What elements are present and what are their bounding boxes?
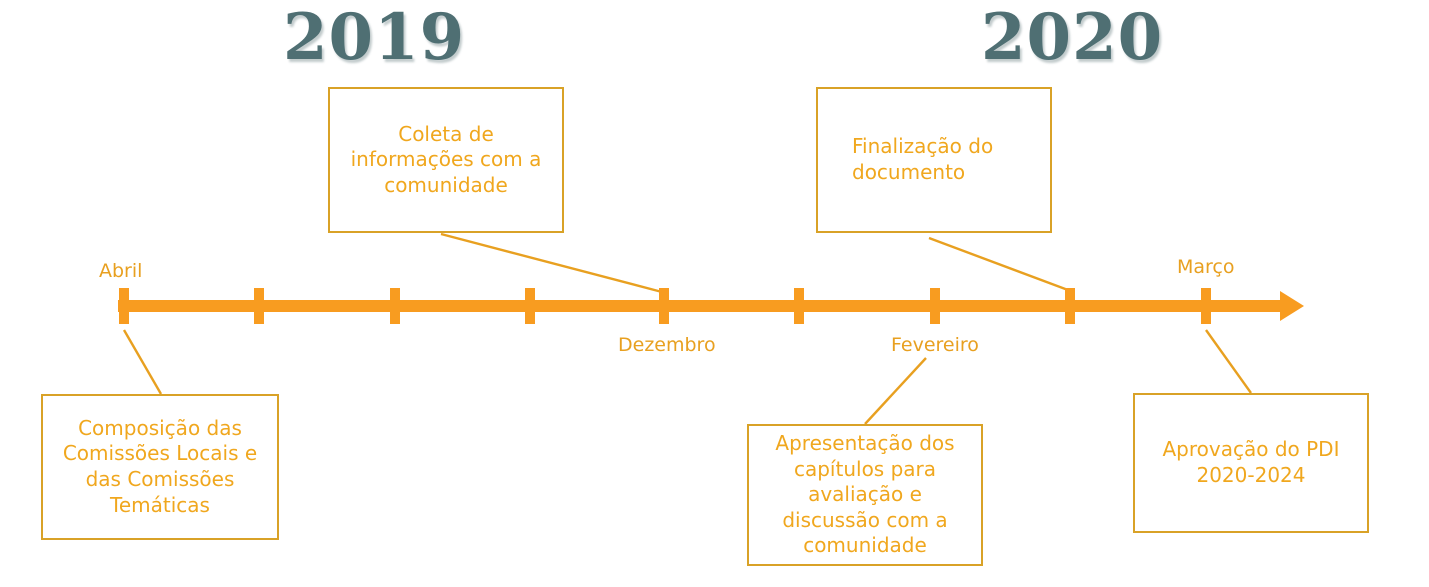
connector-finalizacao xyxy=(928,236,1069,292)
axis-tick-3 xyxy=(390,288,400,324)
callout-composicao-text: Composição das Comissões Locais e das Co… xyxy=(62,415,258,517)
month-label-abril: Abril xyxy=(99,260,143,282)
callout-finalizacao-documento: Finalização do documento xyxy=(816,87,1052,233)
month-label-marco: Março xyxy=(1177,256,1235,278)
axis-tick-7 xyxy=(930,288,940,324)
callout-aprovacao-text: Aprovação do PDI 2020-2024 xyxy=(1162,437,1340,487)
connector-composicao xyxy=(122,329,163,395)
month-label-fevereiro: Fevereiro xyxy=(891,334,979,356)
callout-coleta-informacoes: Coleta de informações com a comunidade xyxy=(328,87,564,233)
connector-aprovacao xyxy=(1205,329,1252,394)
axis-tick-1 xyxy=(119,288,129,324)
axis-tick-9 xyxy=(1201,288,1211,324)
callout-apresentacao-text: Apresentação dos capítulos para avaliaçã… xyxy=(775,431,955,558)
callout-composicao-comissoes: Composição das Comissões Locais e das Co… xyxy=(41,394,279,540)
axis-tick-5 xyxy=(659,288,669,324)
timeline-arrow-icon xyxy=(1280,291,1304,321)
axis-tick-4 xyxy=(525,288,535,324)
month-label-dezembro: Dezembro xyxy=(618,334,716,356)
timeline-axis xyxy=(118,300,1288,312)
connector-coleta xyxy=(440,232,663,294)
year-heading-2020: 2020 xyxy=(981,0,1164,75)
callout-coleta-text: Coleta de informações com a comunidade xyxy=(350,121,542,197)
axis-tick-8 xyxy=(1065,288,1075,324)
callout-aprovacao-pdi: Aprovação do PDI 2020-2024 xyxy=(1133,393,1369,533)
callout-finalizacao-text: Finalização do documento xyxy=(852,134,994,184)
callout-apresentacao-capitulos: Apresentação dos capítulos para avaliaçã… xyxy=(747,424,983,566)
year-heading-2019: 2019 xyxy=(283,0,466,75)
connector-apresentacao xyxy=(864,357,927,425)
axis-tick-6 xyxy=(794,288,804,324)
axis-tick-2 xyxy=(254,288,264,324)
